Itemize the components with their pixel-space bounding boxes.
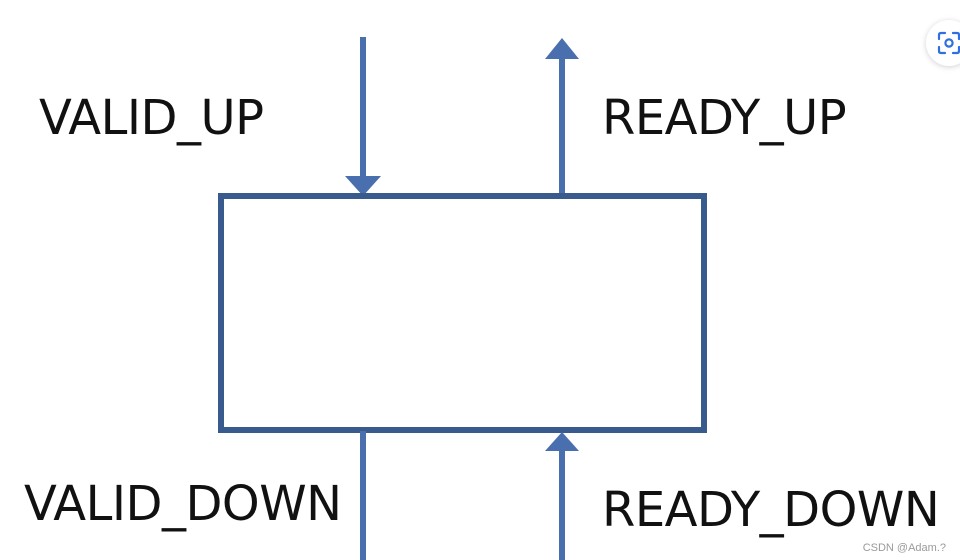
valid-down-label: VALID_DOWN [24, 476, 342, 532]
ready-up-arrow [545, 38, 579, 194]
valid-up-arrow [345, 37, 381, 196]
ready-down-arrow [545, 432, 579, 560]
ready-down-label: READY_DOWN [602, 482, 940, 538]
cropped-caption-text [712, 553, 952, 560]
watermark: CSDN @Adam.? [862, 542, 946, 554]
image-scan-icon [937, 31, 960, 55]
image-scan-button[interactable] [926, 20, 960, 66]
module-box [218, 193, 707, 433]
ready-up-label: READY_UP [602, 90, 847, 146]
valid-up-label: VALID_UP [39, 90, 264, 146]
